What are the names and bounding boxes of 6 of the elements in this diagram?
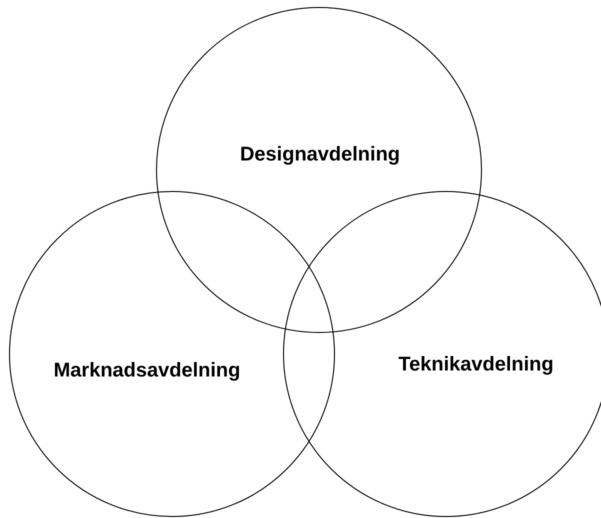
venn-circle xyxy=(283,191,601,517)
venn-circle xyxy=(9,191,335,517)
circle-label: Marknadsavdelning xyxy=(54,360,240,382)
circle-label: Designavdelning xyxy=(240,144,400,166)
circle-label: Teknikavdelning xyxy=(398,354,554,376)
venn-circle xyxy=(156,7,482,333)
